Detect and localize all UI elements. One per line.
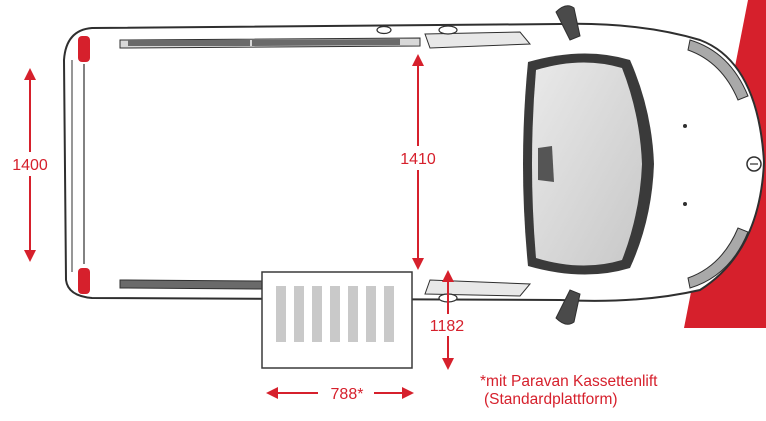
platform-stripe — [294, 286, 304, 342]
cargo-width-label: 1410 — [400, 151, 436, 168]
hood-dot-bottom — [683, 202, 687, 206]
hood-dot-top — [683, 124, 687, 128]
footnote-line-1: *mit Paravan Kassettenlift — [480, 373, 658, 390]
platform-stripe — [276, 286, 286, 342]
front-door-top — [424, 31, 532, 49]
dimension-arrow-icon — [24, 54, 454, 399]
mirror-top — [555, 5, 581, 41]
top-side-trim-2 — [252, 39, 400, 46]
headlight-top — [687, 39, 749, 101]
door-width-label: 1182 — [430, 318, 465, 335]
cargo-length-label: 1400 — [12, 157, 48, 174]
platform-stripe — [384, 286, 394, 342]
platform-width-label: 788* — [331, 386, 364, 403]
brand-logo-icon — [746, 156, 762, 172]
mirror-bottom — [555, 289, 581, 325]
rear-light-bottom — [78, 268, 90, 294]
windshield-glass — [532, 62, 642, 266]
platform-stripe — [366, 286, 376, 342]
rear-light-top — [78, 36, 90, 62]
platform-stripe — [330, 286, 340, 342]
door-handle-top — [438, 25, 458, 35]
fuel-cap — [376, 25, 392, 35]
front-door-bottom — [424, 279, 532, 297]
footnote-line-2: (Standardplattform) — [484, 391, 618, 408]
top-side-trim — [128, 40, 250, 46]
bottom-side-strip — [119, 279, 263, 290]
platform-stripe — [348, 286, 358, 342]
headlight-bottom — [687, 227, 749, 289]
rearview-mirror — [538, 146, 554, 182]
platform-stripe — [312, 286, 322, 342]
cassette-lift-platform — [261, 271, 413, 369]
